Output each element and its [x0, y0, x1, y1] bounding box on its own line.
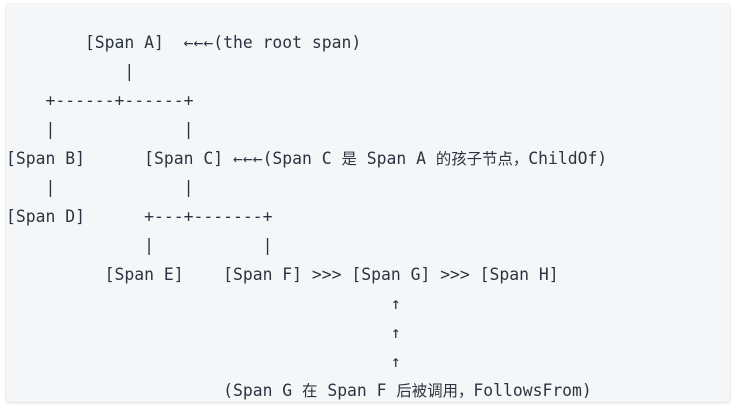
diagram-line-up-arrow-1: ↑	[6, 289, 607, 318]
span-d-node-and-connector: [Span D] +---+-------+	[6, 207, 273, 226]
cjk-text: 的孩子节点，	[435, 150, 529, 168]
ascii-tree-diagram: [Span A] ←←←(the root span) | +------+--…	[6, 4, 607, 402]
diagram-line-pipes-2: | |	[6, 173, 607, 202]
cjk-text: 后被调用，	[396, 382, 474, 400]
diagram-line-span-e-f-g-h: [Span E] [Span F] >>> [Span G] >>> [Span…	[6, 260, 607, 289]
span-b-and-c-nodes: [Span B] [Span C] ←←←(Span C 是 Span A 的孩…	[6, 149, 608, 168]
diagram-line-pipes-1: | |	[6, 115, 607, 144]
up-arrow-icon-1: ↑	[6, 294, 401, 313]
diagram-line-up-arrow-3: ↑	[6, 347, 607, 376]
up-arrow-icon-2: ↑	[6, 323, 401, 342]
diagram-line-followsfrom-note: (Span G 在 Span F 后被调用，FollowsFrom)	[6, 376, 607, 402]
pipes-d-c: | |	[6, 178, 194, 197]
diagram-line-pipes-3: | |	[6, 231, 607, 260]
diagram-line-pipe-1: |	[6, 57, 607, 86]
pipes-b-c: | |	[6, 120, 194, 139]
up-arrow-icon-3: ↑	[6, 352, 401, 371]
followsfrom-annotation: (Span G 在 Span F 后被调用，FollowsFrom)	[6, 381, 592, 400]
span-a-node: [Span A] ←←←(the root span)	[6, 33, 362, 52]
span-e-f-g-h-nodes: [Span E] [Span F] >>> [Span G] >>> [Span…	[6, 265, 559, 284]
diagram-line-connector-1: +------+------+	[6, 86, 607, 115]
branch-connector-top: +------+------+	[6, 91, 194, 110]
cjk-text: 是	[341, 150, 357, 168]
diagram-line-span-d: [Span D] +---+-------+	[6, 202, 607, 231]
diagram-line-span-b-c: [Span B] [Span C] ←←←(Span C 是 Span A 的孩…	[6, 144, 607, 173]
diagram-line-up-arrow-2: ↑	[6, 318, 607, 347]
pipe-under-span-a: |	[6, 62, 135, 81]
diagram-line-span-a: [Span A] ←←←(the root span)	[6, 28, 607, 57]
diagram-panel: [Span A] ←←←(the root span) | +------+--…	[6, 4, 730, 402]
cjk-text: 在	[302, 382, 318, 400]
pipes-e-f: | |	[6, 236, 273, 255]
